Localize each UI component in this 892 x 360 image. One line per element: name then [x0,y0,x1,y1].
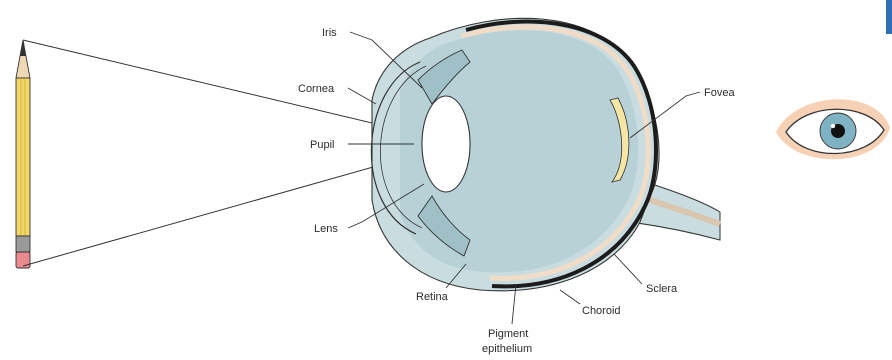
label-cornea: Cornea [298,83,335,95]
label-pupil: Pupil [310,139,334,151]
pencil-ferrule [16,236,30,252]
label-lens: Lens [314,223,338,235]
leader-choroid [560,290,580,304]
eyeball-cross-section [371,18,720,290]
label-choroid: Choroid [582,305,621,317]
label-pigment: Pigment [488,328,528,340]
label-fovea: Fovea [704,87,735,99]
label-retina: Retina [416,291,449,303]
label-sclera: Sclera [646,283,678,295]
label-epithelium: epithelium [482,343,532,355]
pencil-illustration [16,40,30,268]
leader-cornea [348,88,376,104]
eye-icon [776,99,890,159]
lens [422,96,470,192]
leader-sclera [614,254,642,284]
pencil-body [16,78,30,236]
label-iris: Iris [322,27,337,39]
